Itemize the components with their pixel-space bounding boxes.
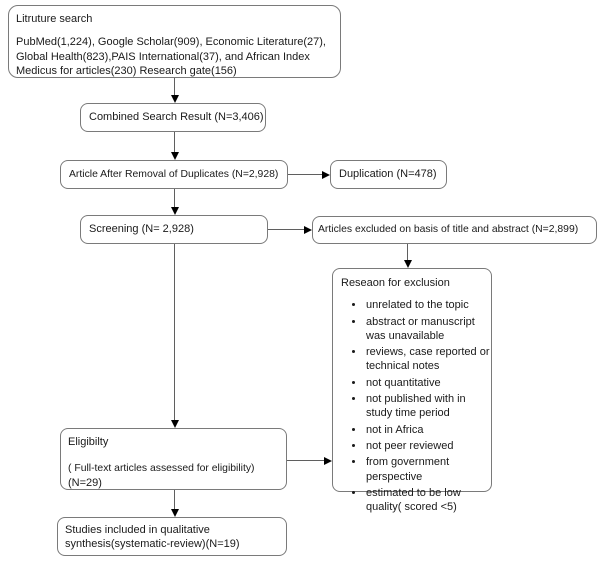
connector-dedup-to-screening bbox=[174, 189, 175, 208]
arrowhead-right bbox=[304, 226, 312, 234]
arrowhead-down bbox=[171, 207, 179, 215]
exclusion-reasons-title: Reseaon for exclusion bbox=[341, 277, 450, 289]
exclusion-reason-item: unrelated to the topic bbox=[365, 298, 491, 312]
connector-screening-to-eligibility bbox=[174, 244, 175, 421]
combined-search-result-label: Combined Search Result (N=3,406) bbox=[89, 111, 264, 124]
excluded-title-abstract-box: Articles excluded on basis of title and … bbox=[312, 216, 597, 244]
screening-box: Screening (N= 2,928) bbox=[80, 215, 268, 244]
eligibility-box: Eligibilty ( Full-text articles assessed… bbox=[60, 428, 287, 490]
duplication-label: Duplication (N=478) bbox=[339, 168, 437, 181]
exclusion-reason-item: not quantitative bbox=[365, 376, 491, 390]
after-duplicates-label: Article After Removal of Duplicates (N=2… bbox=[69, 168, 279, 180]
excluded-title-abstract-label: Articles excluded on basis of title and … bbox=[318, 224, 579, 236]
literature-search-sources: PubMed(1,224), Google Scholar(909), Econ… bbox=[16, 36, 326, 77]
exclusion-reason-item: not in Africa bbox=[365, 423, 491, 437]
connector-screening-to-excluded bbox=[268, 229, 305, 230]
arrowhead-down bbox=[404, 260, 412, 268]
literature-search-box: Litruture search PubMed(1,224), Google S… bbox=[8, 5, 341, 78]
exclusion-reason-item: estimated to be low quality( scored <5) bbox=[365, 486, 491, 515]
arrowhead-down bbox=[171, 95, 179, 103]
exclusion-reason-item: reviews, case reported or technical note… bbox=[365, 345, 491, 374]
arrowhead-right bbox=[324, 457, 332, 465]
eligibility-title: Eligibilty bbox=[68, 436, 109, 448]
eligibility-subtitle: ( Full-text articles assessed for eligib… bbox=[68, 463, 255, 475]
connector-literature-to-combined bbox=[174, 78, 175, 96]
connector-eligibility-to-included bbox=[174, 490, 175, 510]
exclusion-reason-item: abstract or manuscript was unavailable bbox=[365, 315, 491, 344]
arrowhead-right bbox=[322, 171, 330, 179]
connector-excluded-to-reasons bbox=[407, 244, 408, 261]
arrowhead-down bbox=[171, 420, 179, 428]
exclusion-reason-item: from government perspective bbox=[365, 455, 491, 484]
screening-label: Screening (N= 2,928) bbox=[89, 223, 194, 236]
exclusion-reasons-list: unrelated to the topic abstract or manusc… bbox=[333, 298, 491, 514]
connector-combined-to-dedup bbox=[174, 132, 175, 153]
exclusion-reasons-box: Reseaon for exclusion unrelated to the t… bbox=[332, 268, 492, 513]
exclusion-reason-item: not published with in study time period bbox=[365, 392, 491, 421]
combined-search-result-box: Combined Search Result (N=3,406) bbox=[80, 103, 266, 132]
duplication-box: Duplication (N=478) bbox=[330, 160, 447, 189]
exclusion-reason-item: not peer reviewed bbox=[365, 439, 491, 453]
eligibility-count: (N=29) bbox=[68, 476, 102, 489]
included-studies-box: Studies included in qualitative synthesi… bbox=[57, 517, 287, 556]
connector-eligibility-to-reasons bbox=[287, 460, 325, 461]
after-duplicates-box: Article After Removal of Duplicates (N=2… bbox=[60, 160, 288, 189]
literature-search-title: Litruture search bbox=[16, 13, 93, 25]
connector-dedup-to-duplication bbox=[288, 174, 323, 175]
arrowhead-down bbox=[171, 152, 179, 160]
arrowhead-down bbox=[171, 509, 179, 517]
included-studies-label: Studies included in qualitative synthesi… bbox=[65, 524, 240, 551]
